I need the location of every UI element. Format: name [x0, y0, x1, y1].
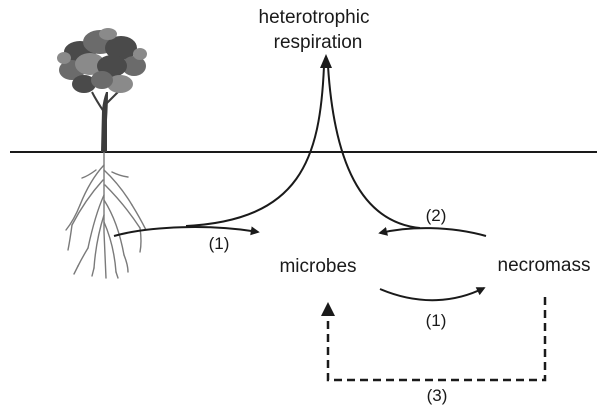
label-heterotrophic: heterotrophic [259, 7, 370, 28]
respiration-arrow-head [320, 54, 332, 68]
respiration-curve-left [185, 65, 325, 227]
label-respiration: respiration [274, 32, 363, 53]
foliage-icon [57, 28, 147, 93]
trunk-icon [101, 92, 108, 152]
roots-icon [65, 151, 147, 279]
step-label-1-roots: (1) [209, 234, 230, 253]
label-microbes: microbes [279, 256, 356, 277]
respiration-curve-right [327, 65, 421, 229]
arrow-microbes-to-necromass [379, 287, 486, 302]
tree-with-roots-icon [57, 28, 147, 279]
arrow-necromass-recycle-dashed [326, 297, 547, 382]
step-label-3: (3) [427, 386, 448, 405]
label-necromass: necromass [498, 255, 591, 276]
arrow-roots-to-microbes [113, 226, 260, 237]
step-label-1-necromass: (1) [426, 311, 447, 330]
step-label-2: (2) [426, 206, 447, 225]
dashed-arrow-head [321, 302, 335, 316]
arrow-necromass-to-microbes [378, 226, 487, 237]
